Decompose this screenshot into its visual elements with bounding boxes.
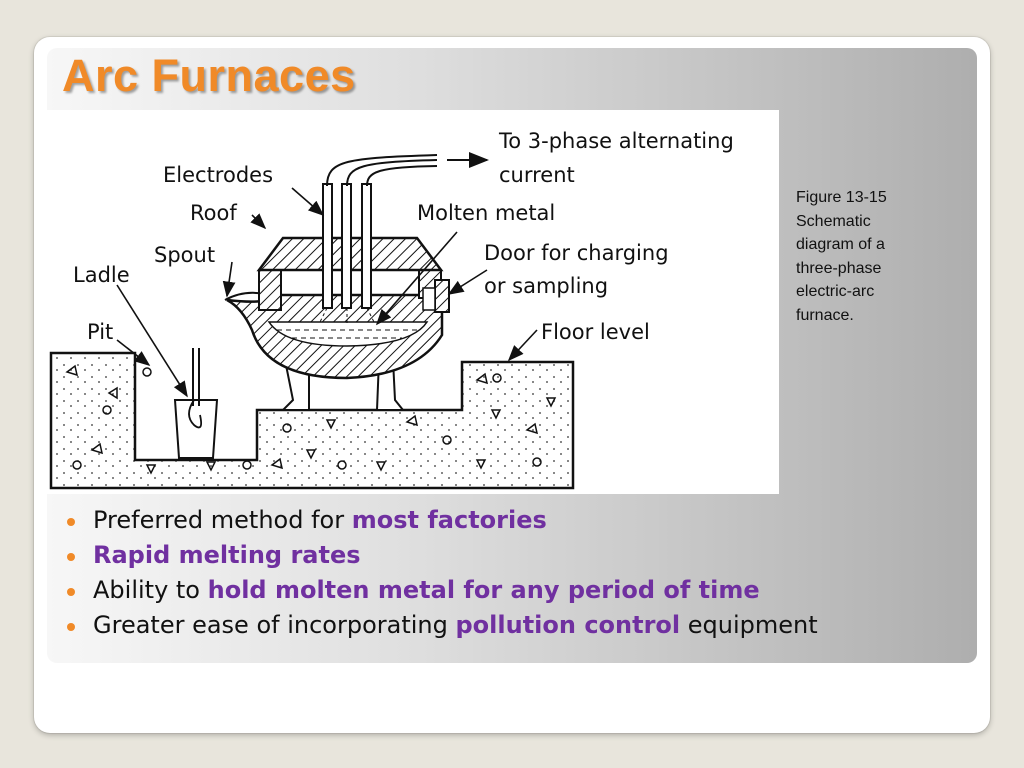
molten-metal-pool — [267, 321, 429, 347]
bullet-text: Ability to — [93, 576, 208, 604]
electrodes — [322, 183, 372, 309]
caption-line: furnace. — [796, 306, 854, 324]
bullet-tail: equipment — [680, 611, 818, 639]
label-electrodes: Electrodes — [163, 163, 273, 187]
bullet-text: Preferred method for — [93, 506, 352, 534]
bullet-list: Preferred method for most factories Rapi… — [64, 503, 818, 643]
aggregate-marks — [65, 364, 557, 475]
furnace-diagram: To 3-phase alternating current Electrode… — [47, 110, 779, 494]
bullet-highlight: most factories — [351, 506, 547, 534]
label-molten-metal: Molten metal — [417, 201, 555, 225]
caption-line: three-phase — [796, 259, 882, 277]
door — [434, 279, 450, 313]
figure-caption: Figure 13-15 Schematic diagram of a thre… — [796, 186, 966, 327]
label-3phase-1: To 3-phase alternating — [498, 129, 734, 153]
bullet-item: Greater ease of incorporating pollution … — [64, 608, 818, 643]
slide-title: Arc Furnaces — [62, 50, 356, 101]
label-pit: Pit — [87, 320, 113, 344]
label-ladle: Ladle — [73, 263, 130, 287]
label-floor-level: Floor level — [541, 320, 650, 344]
caption-line: Schematic — [796, 212, 871, 230]
caption-line: electric-arc — [796, 283, 875, 300]
bullet-highlight: hold molten metal for any period of time — [207, 576, 760, 604]
label-door-1: Door for charging — [484, 241, 669, 265]
ground — [49, 351, 575, 490]
bullet-highlight: Rapid melting rates — [93, 541, 361, 569]
label-spout: Spout — [154, 243, 215, 267]
ladle-shape — [173, 399, 219, 459]
label-door-2: or sampling — [484, 274, 608, 298]
bullet-highlight: pollution control — [455, 611, 681, 639]
bullet-text: Greater ease of incorporating — [93, 611, 456, 639]
bullet-item: Rapid melting rates — [64, 538, 818, 573]
label-3phase-2: current — [499, 163, 575, 187]
caption-line: diagram of a — [796, 236, 885, 253]
label-roof: Roof — [190, 201, 237, 225]
bullet-item: Ability to hold molten metal for any per… — [64, 573, 818, 608]
bullet-item: Preferred method for most factories — [64, 503, 818, 538]
caption-line: Figure 13-15 — [796, 189, 887, 206]
